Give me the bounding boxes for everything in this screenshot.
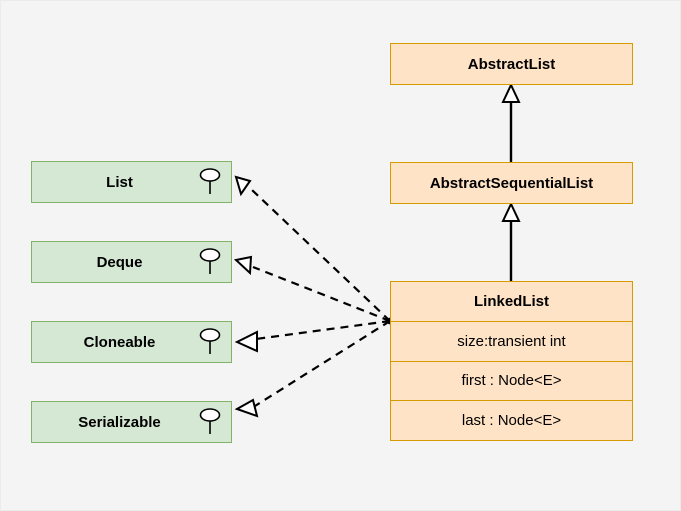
generalization-linkedlist-to-abstractsequentiallist xyxy=(501,201,521,282)
interface-box-serializable[interactable]: Serializable xyxy=(31,401,232,443)
class-attribute-first: first : Node<E> xyxy=(391,360,632,401)
realization-linkedlist-to-list xyxy=(234,175,391,322)
realization-linkedlist-to-serializable xyxy=(234,320,391,418)
interface-lollipop-icon xyxy=(199,168,221,194)
class-attribute-size: size:transient int xyxy=(391,320,632,361)
interface-label-serializable: Serializable xyxy=(78,413,161,431)
interface-lollipop-icon xyxy=(199,328,221,354)
interface-lollipop-icon xyxy=(199,248,221,274)
interface-box-deque[interactable]: Deque xyxy=(31,241,232,283)
interface-box-cloneable[interactable]: Cloneable xyxy=(31,321,232,363)
class-box-abstract-list[interactable]: AbstractList xyxy=(390,43,633,85)
interface-label-cloneable: Cloneable xyxy=(83,333,156,351)
generalization-abstractsequentiallist-to-abstractlist xyxy=(501,82,521,163)
class-title-abstract-list: AbstractList xyxy=(467,55,556,73)
interface-label-deque: Deque xyxy=(96,253,143,271)
class-box-abstract-sequential-list[interactable]: AbstractSequentialList xyxy=(390,162,633,204)
class-title-abstract-sequential-list: AbstractSequentialList xyxy=(429,174,594,192)
class-title-linked-list: LinkedList xyxy=(473,292,549,310)
class-attribute-last: last : Node<E> xyxy=(391,400,632,440)
realization-linkedlist-to-cloneable xyxy=(234,319,391,353)
interface-label-list: List xyxy=(106,173,133,191)
class-box-linked-list[interactable]: LinkedList size:transient int first : No… xyxy=(390,281,633,441)
interface-box-list[interactable]: List xyxy=(31,161,232,203)
realization-linkedlist-to-deque xyxy=(233,255,391,323)
interface-lollipop-icon xyxy=(199,408,221,434)
